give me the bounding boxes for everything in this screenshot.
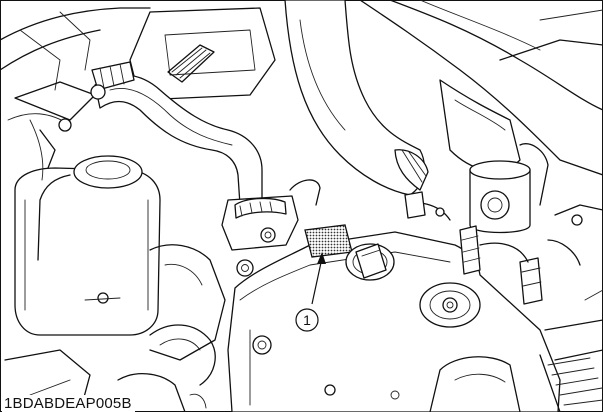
callout-leader-line [311,257,323,305]
thermostat-housing [221,179,321,277]
upper-radiator-hose [284,0,429,196]
heater-hose [90,61,263,206]
sensor-canister [469,143,549,234]
belt-cover [4,244,226,412]
callout-arrowhead [317,252,326,264]
air-cleaner-duct [359,0,603,176]
callout-number: 1 [303,312,311,328]
fuel-rail-connectors [404,191,543,305]
caution-label [304,224,353,258]
coolant-reservoir [14,118,161,336]
cylinder-head-cover [227,231,561,412]
callout-circle [295,308,319,332]
figure-code-label: 1BDABDEAP005B [2,395,135,412]
reservoir-bracket [39,129,121,304]
ignition-coil [419,282,481,328]
callout-1: 1 [295,252,326,332]
oil-filler-cap [345,243,395,281]
wiring-harness [539,204,603,412]
air-intake-box [129,7,276,101]
cowl-panel [0,7,151,126]
